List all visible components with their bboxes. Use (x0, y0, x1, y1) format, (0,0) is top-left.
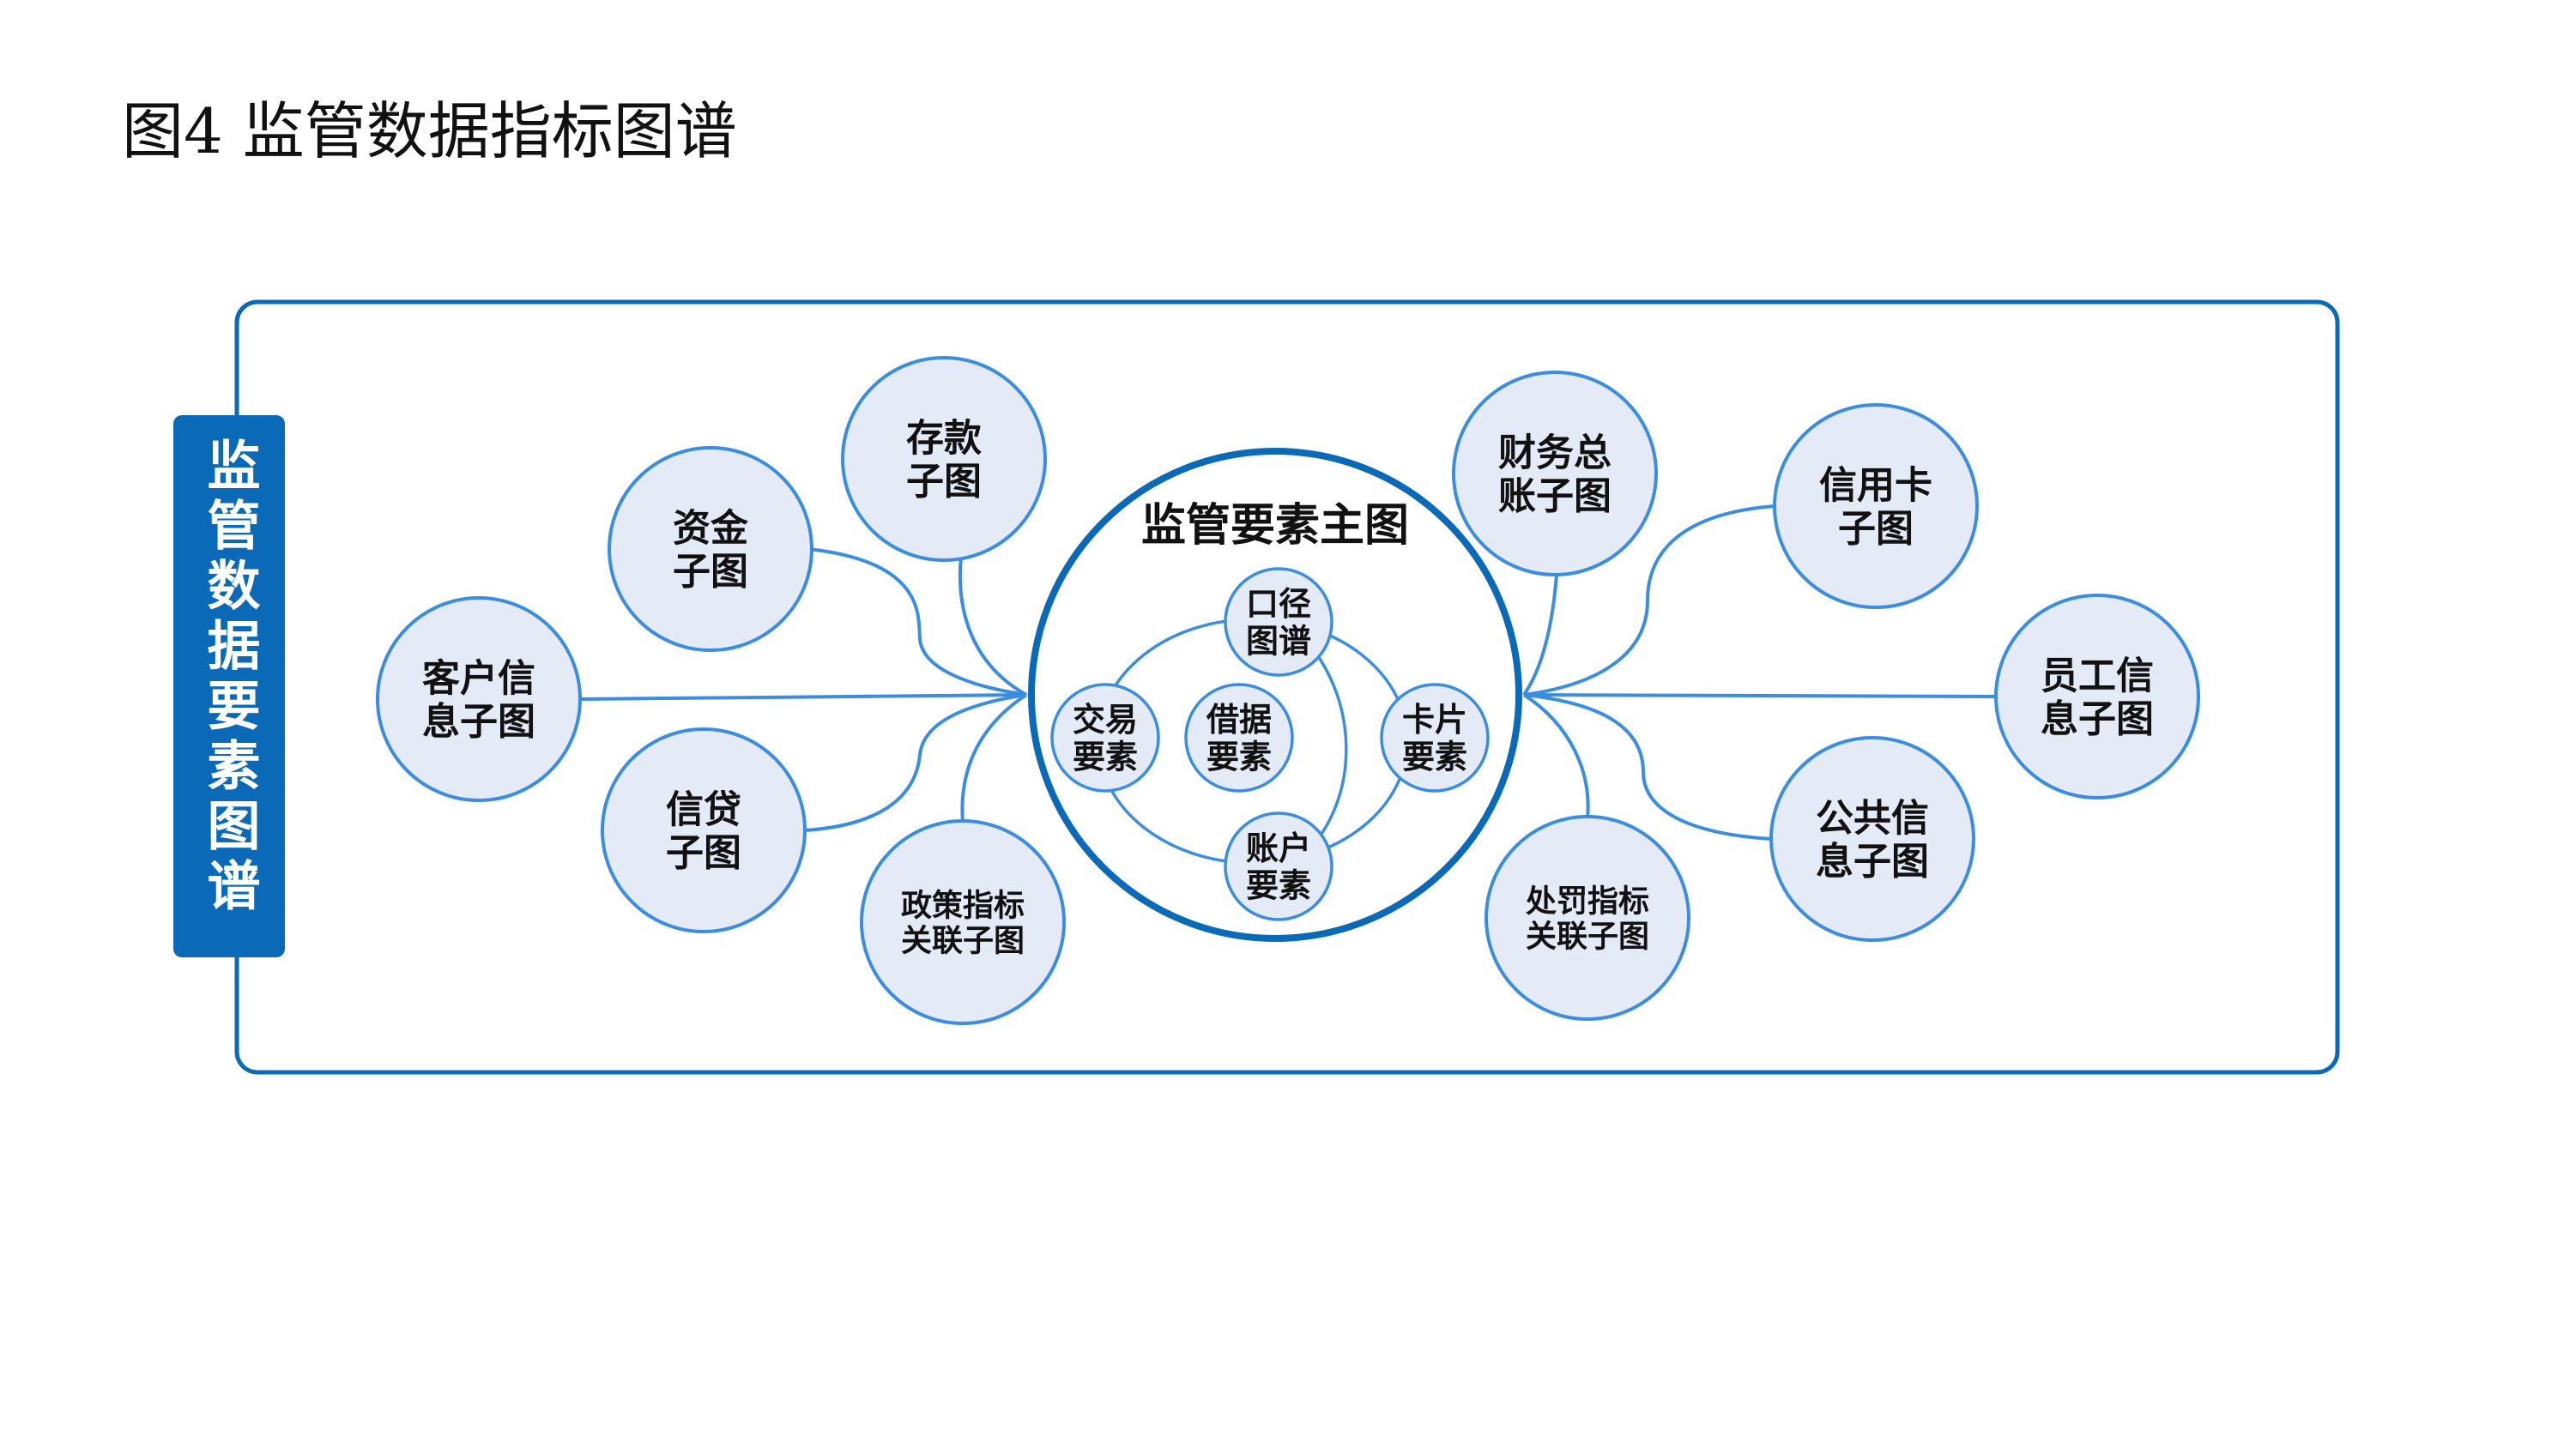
node-credit_card-label-1: 信用卡 (1819, 464, 1932, 508)
subgraph-nodes: 存款子图资金子图客户信息子图信贷子图政策指标关联子图财务总账子图信用卡子图员工信… (376, 356, 2200, 1025)
connector-customer (579, 693, 1027, 701)
node-policy-circle (860, 819, 1066, 1025)
connector-credit-loan (804, 693, 1027, 832)
node-ledger-label-1: 财务总 (1498, 431, 1612, 475)
node-penalty-label-2: 关联子图 (1526, 920, 1649, 955)
main-graph-circle (1028, 448, 1522, 942)
node-employee-label-2: 息子图 (2041, 697, 2154, 741)
node-transaction-circle (1050, 683, 1160, 793)
node-customer-circle (376, 596, 582, 802)
connector-deposit (958, 555, 1027, 697)
node-receipt-label-1: 借据 (1206, 701, 1272, 739)
sidebar-title-block: 监管数据要素图谱 (173, 415, 285, 957)
node-customer-label-2: 息子图 (422, 700, 535, 744)
node-card-circle (1380, 683, 1490, 793)
node-account-label-1: 账户 (1246, 830, 1311, 867)
node-caliber-circle (1224, 567, 1333, 677)
node-funds-circle (608, 446, 813, 652)
node-customer-label-1: 客户信 (422, 657, 535, 701)
node-credit_loan-label-1: 信贷 (666, 788, 741, 832)
node-receipt-label-2: 要素 (1206, 739, 1272, 776)
connector-ledger (1522, 574, 1558, 697)
connector-penalty (1522, 693, 1590, 819)
connector-employee (1523, 693, 1997, 698)
connector-policy (960, 693, 1028, 823)
node-ledger-label-2: 账子图 (1498, 474, 1612, 518)
node-funds-label-2: 子图 (673, 550, 748, 594)
node-account-circle (1224, 811, 1333, 921)
node-credit_loan-circle (601, 727, 807, 933)
node-transaction-label-2: 要素 (1073, 739, 1138, 776)
node-account-label-2: 要素 (1246, 867, 1311, 905)
node-policy-label-2: 关联子图 (901, 924, 1025, 959)
node-employee-circle (1994, 594, 2200, 799)
node-deposit-label-1: 存款 (906, 417, 982, 461)
node-credit_loan-label-2: 子图 (666, 831, 741, 875)
node-deposit-circle (841, 356, 1047, 562)
connector-public-info (1523, 693, 1772, 841)
figure-caption: 图4 监管数据指标图谱 (122, 95, 737, 167)
node-policy-label-1: 政策指标 (901, 888, 1025, 923)
main-graph-title: 监管要素主图 (1141, 500, 1409, 552)
node-transaction-label-1: 交易 (1073, 701, 1138, 739)
node-penalty-label-1: 处罚指标 (1526, 884, 1649, 919)
node-caliber-label-2: 图谱 (1246, 623, 1311, 661)
node-funds-label-1: 资金 (673, 507, 749, 551)
node-ledger-circle (1452, 371, 1658, 576)
connectors (579, 504, 1997, 841)
node-employee-label-1: 员工信 (2041, 655, 2154, 698)
connector-funds (807, 547, 1027, 697)
node-receipt-circle (1184, 683, 1294, 793)
node-deposit-label-2: 子图 (906, 460, 982, 504)
node-penalty-circle (1485, 815, 1690, 1021)
node-caliber-label-1: 口径 (1246, 585, 1311, 623)
sidebar-title: 监管数据要素图谱 (198, 437, 261, 918)
node-card-label-1: 卡片 (1402, 701, 1467, 739)
connector-credit-card (1523, 504, 1775, 697)
node-public_info-circle (1769, 736, 1975, 942)
node-credit_card-label-2: 子图 (1838, 507, 1914, 551)
node-card-label-2: 要素 (1402, 739, 1467, 776)
node-credit_card-circle (1773, 403, 1979, 609)
node-public_info-label-1: 公共信 (1816, 797, 1929, 841)
sidebar-title-box (173, 415, 285, 957)
node-public_info-label-2: 息子图 (1816, 840, 1929, 884)
